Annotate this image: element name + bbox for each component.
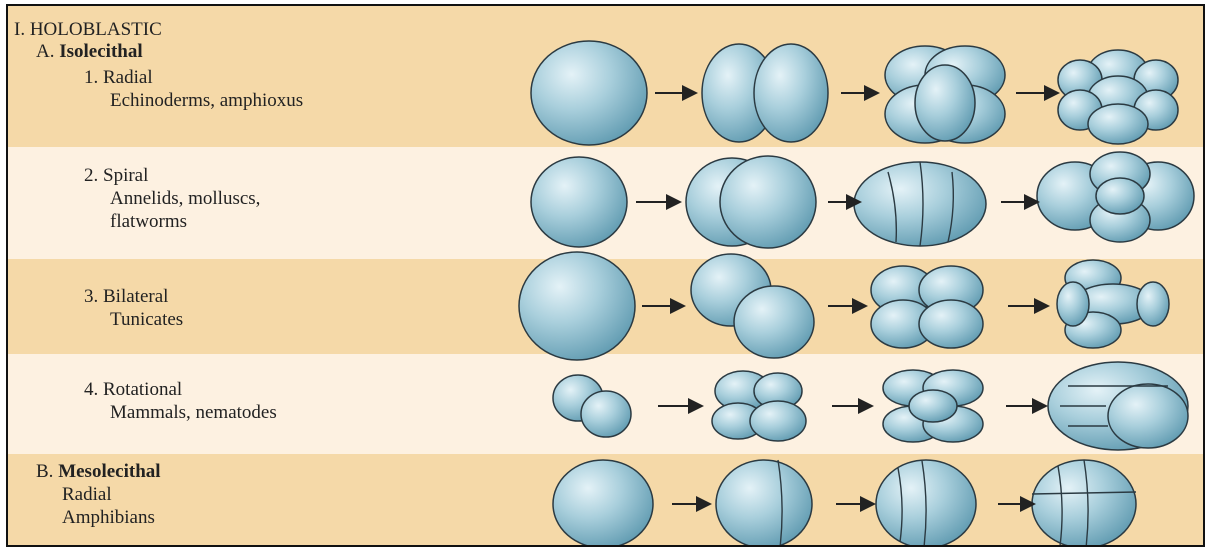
blastomere bbox=[919, 300, 983, 348]
zygote-cell bbox=[519, 252, 635, 360]
blastomere bbox=[1088, 104, 1148, 144]
zygote-cell bbox=[531, 41, 647, 145]
blastomere bbox=[734, 286, 814, 358]
zygote-cell bbox=[553, 460, 653, 545]
blastomere bbox=[915, 65, 975, 141]
blastomere bbox=[754, 44, 828, 142]
blastomere bbox=[909, 390, 957, 422]
zygote-cell bbox=[531, 157, 627, 247]
blastomere bbox=[581, 391, 631, 437]
blastomere bbox=[716, 460, 812, 545]
blastomere bbox=[1057, 282, 1089, 326]
blastomere bbox=[1108, 384, 1188, 448]
blastomere bbox=[1096, 178, 1144, 214]
blastomere bbox=[750, 401, 806, 441]
blastomere bbox=[1032, 460, 1136, 545]
blastomere bbox=[854, 162, 986, 246]
cleavage-illustrations bbox=[8, 6, 1203, 545]
embryo-cells bbox=[519, 41, 1194, 545]
blastomere bbox=[1137, 282, 1169, 326]
diagram-frame: I. HOLOBLASTIC A. Isolecithal 1. Radial … bbox=[6, 4, 1205, 547]
blastomere bbox=[720, 156, 816, 248]
